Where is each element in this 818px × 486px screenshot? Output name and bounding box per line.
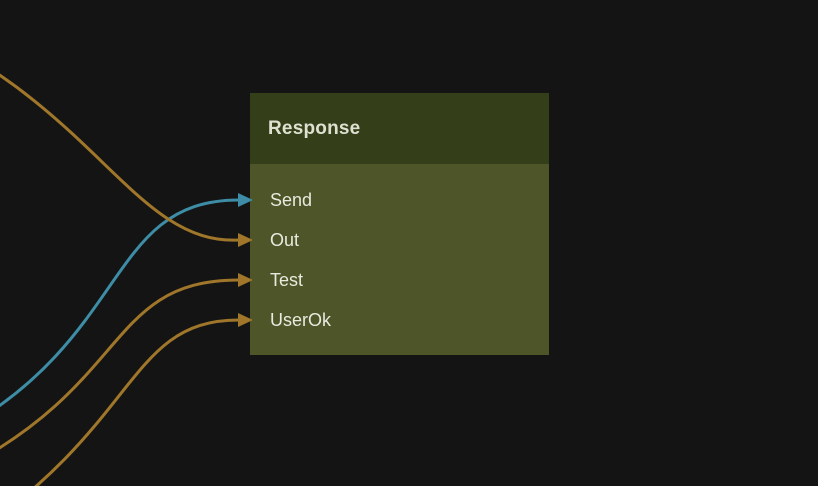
port-label: Send <box>270 189 313 210</box>
port-row-out[interactable]: Out <box>250 220 549 260</box>
port-label: Test <box>270 269 304 290</box>
wire-to-test[interactable] <box>0 278 241 465</box>
port-label: UserOk <box>270 309 332 330</box>
port-label: Out <box>270 229 300 250</box>
wire-to-out[interactable] <box>0 40 241 242</box>
port-row-test[interactable]: Test <box>250 260 549 300</box>
wire-to-userok[interactable] <box>0 318 241 486</box>
port-row-userok[interactable]: UserOk <box>250 300 549 340</box>
node-title: Response <box>268 117 361 139</box>
node-response[interactable]: Response Send Out Test UserOk <box>250 93 549 355</box>
wire-to-send[interactable] <box>0 198 241 425</box>
node-header[interactable]: Response <box>250 93 549 164</box>
port-row-send[interactable]: Send <box>250 180 549 220</box>
node-body: Send Out Test UserOk <box>250 164 549 355</box>
